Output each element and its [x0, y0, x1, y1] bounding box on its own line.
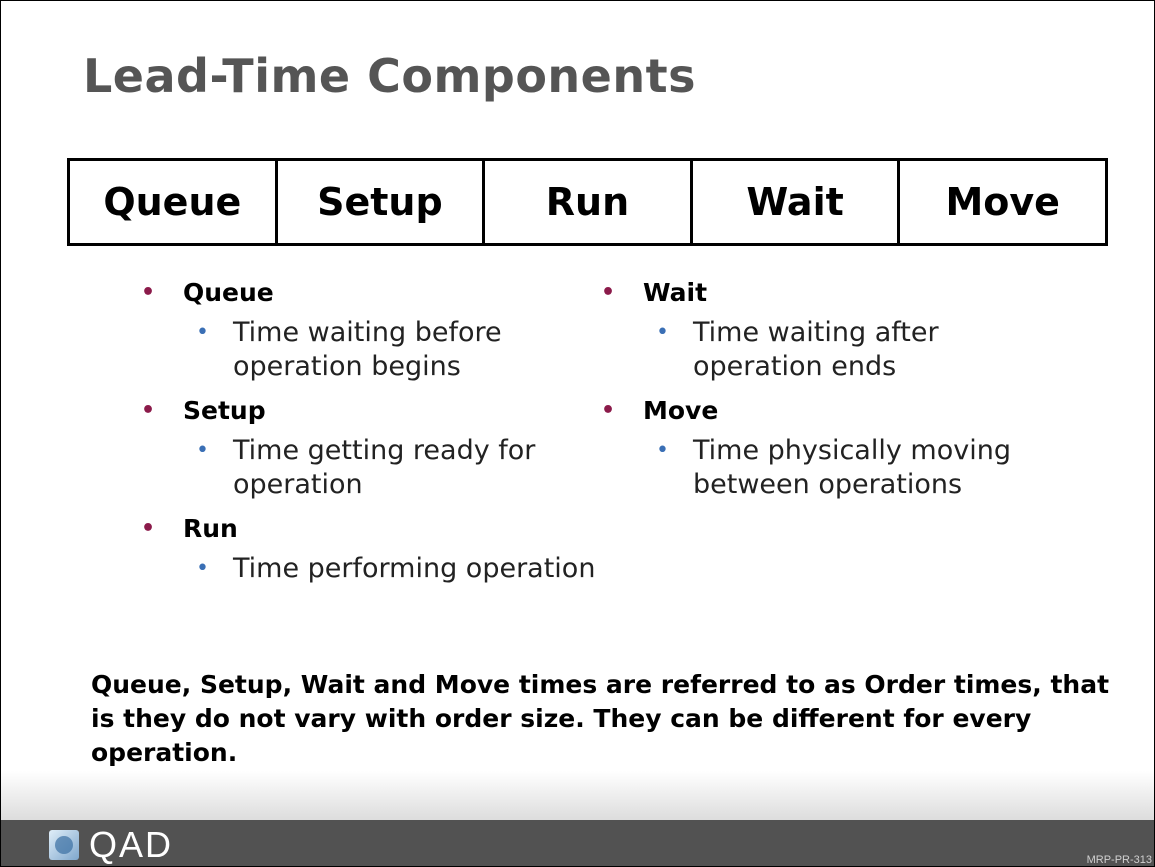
term-label: Wait	[643, 278, 708, 307]
slide-title: Lead-Time Components	[83, 49, 696, 103]
timeline-segment-run: Run	[485, 161, 693, 243]
term-description: Time getting ready for operation	[233, 435, 536, 500]
term-description: Time waiting before operation begins	[233, 317, 502, 382]
term-description: Time physically moving between operation…	[693, 435, 1011, 500]
list-item: • Queue • Time waiting before operation be…	[141, 276, 601, 384]
bullet-icon: •	[601, 398, 616, 423]
term-label: Setup	[183, 396, 266, 425]
bullet-icon: •	[141, 398, 156, 423]
bullet-icon: •	[601, 280, 616, 305]
left-bullet-column: • Queue • Time waiting before operation be…	[141, 276, 601, 596]
term-label: Queue	[183, 278, 274, 307]
term-description: Time performing operation	[233, 553, 596, 584]
sub-bullet-icon: •	[656, 438, 669, 463]
sub-bullet-icon: •	[656, 320, 669, 345]
slide-code: MRP-PR-313	[1086, 854, 1152, 866]
list-item: • Move • Time physically moving between op…	[601, 394, 1061, 502]
timeline-segment-wait: Wait	[693, 161, 901, 243]
list-item: • Run • Time performing operation	[141, 512, 601, 586]
qad-logo-icon	[49, 830, 79, 860]
bullet-icon: •	[141, 516, 156, 541]
term-description: Time waiting after operation ends	[693, 317, 939, 382]
sub-bullet-icon: •	[196, 438, 209, 463]
timeline-segment-queue: Queue	[70, 161, 278, 243]
right-bullet-column: • Wait • Time waiting after operation ends…	[601, 276, 1061, 512]
order-times-note: Queue, Setup, Wait and Move times are re…	[91, 670, 1110, 767]
bullet-icon: •	[141, 280, 156, 305]
timeline-segment-move: Move	[945, 180, 1060, 224]
qad-logo-text: QAD	[89, 824, 174, 865]
footer-bar: QAD MRP-PR-313	[1, 820, 1154, 866]
sub-bullet-icon: •	[196, 320, 209, 345]
list-item: • Wait • Time waiting after operation ends	[601, 276, 1061, 384]
sub-bullet-icon: •	[196, 556, 209, 581]
timeline-segment-setup: Setup	[278, 161, 486, 243]
lead-time-timeline: Queue Setup Run Wait Move	[67, 158, 1108, 246]
list-item: • Setup • Time getting ready for operation	[141, 394, 601, 502]
term-label: Run	[183, 514, 238, 543]
footer-gradient	[1, 771, 1154, 821]
term-label: Move	[643, 396, 719, 425]
